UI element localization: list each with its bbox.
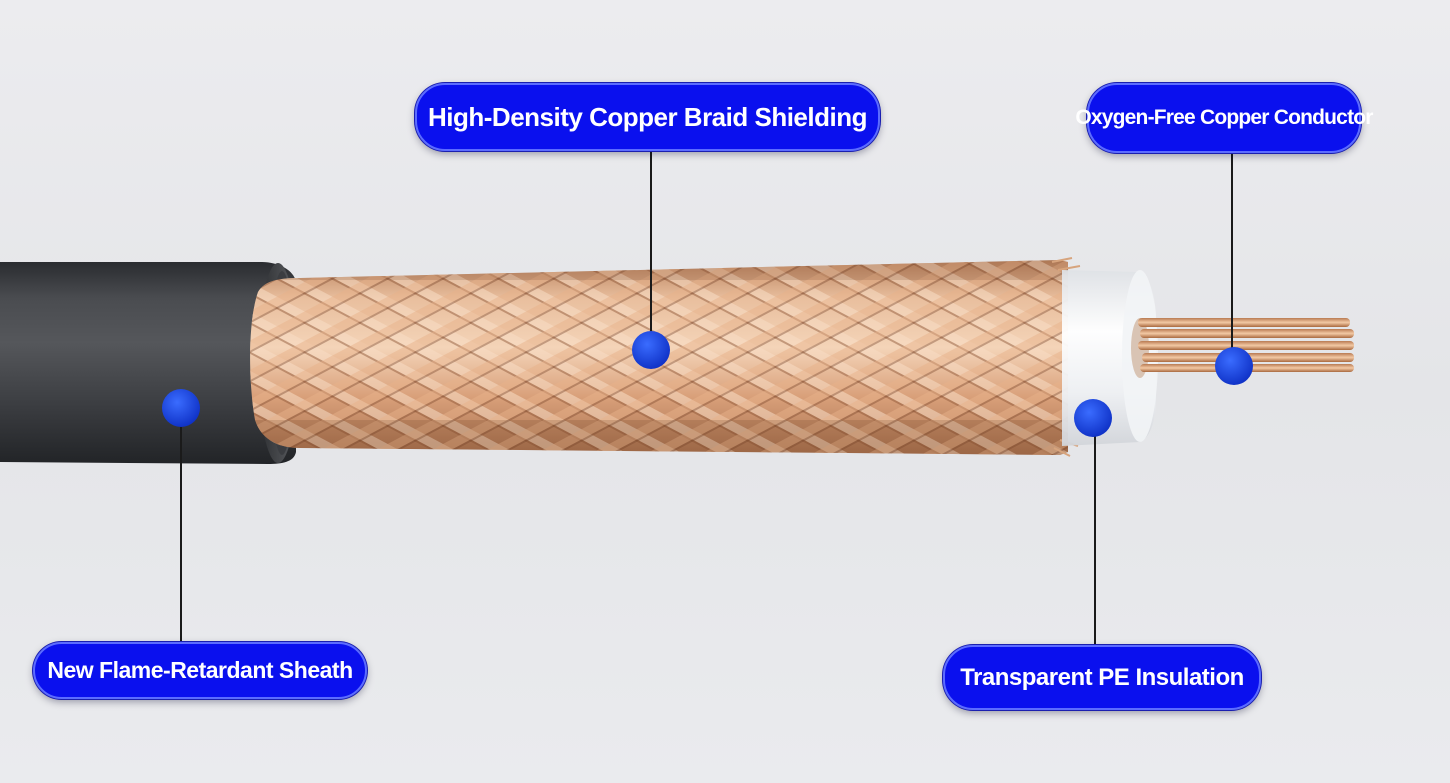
sheath-marker-dot bbox=[162, 389, 200, 427]
insulation-marker-dot bbox=[1074, 399, 1112, 437]
braid-shielding-label: High-Density Copper Braid Shielding bbox=[415, 83, 880, 151]
sheath-label: New Flame-Retardant Sheath bbox=[33, 642, 367, 699]
conductor-marker-dot bbox=[1215, 347, 1253, 385]
insulation-label: Transparent PE Insulation bbox=[943, 645, 1261, 710]
braid-marker-dot bbox=[632, 331, 670, 369]
copper-conductor-label: Oxygen-Free Copper Conductor bbox=[1075, 83, 1373, 153]
